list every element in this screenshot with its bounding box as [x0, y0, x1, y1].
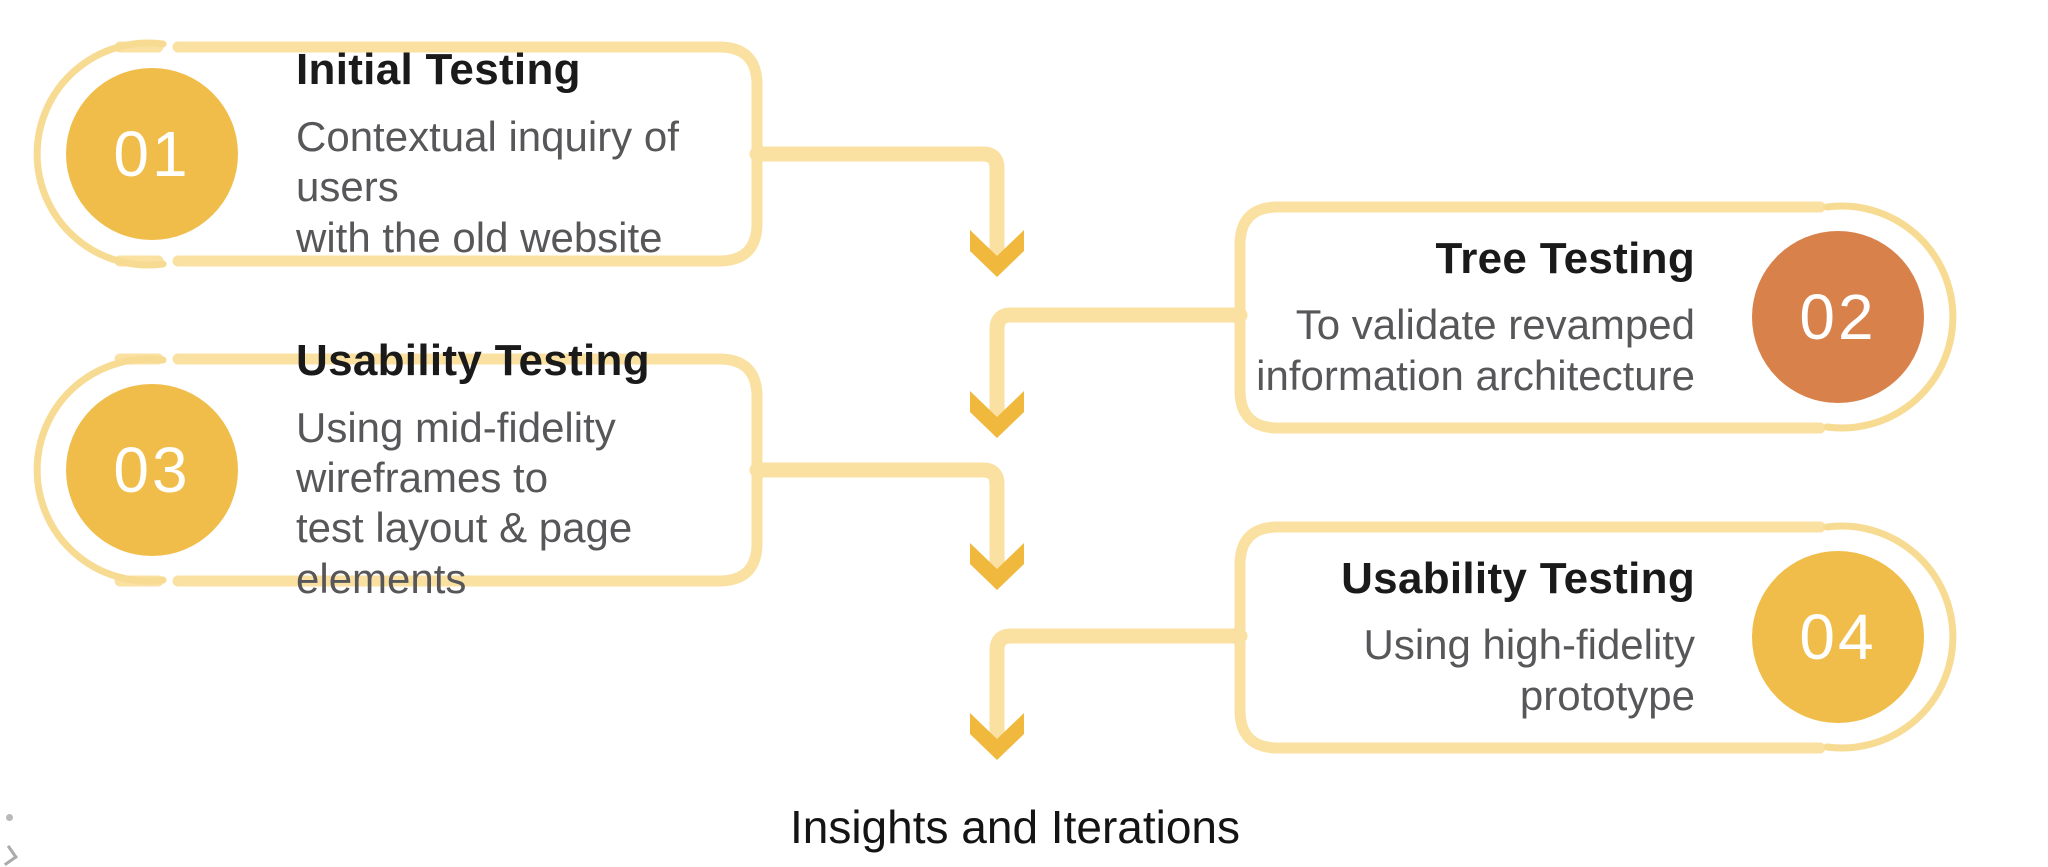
chevron-down-icon — [970, 391, 1024, 438]
step-1-circle — [66, 68, 238, 240]
chevron-down-icon — [970, 713, 1024, 760]
footer-label: Insights and Iterations — [789, 801, 1241, 853]
step-2-circle — [1752, 231, 1924, 403]
step-3-description: Using mid-fidelity wireframes to test la… — [296, 403, 633, 602]
step-1-number: 01 — [113, 118, 191, 190]
step-4-card: Usability Testing Using high-fidelity pr… — [1225, 527, 1695, 748]
step-4-circle — [1752, 551, 1924, 723]
step-2-card: Tree Testing To validate revamped inform… — [1225, 207, 1695, 428]
chevron-down-icon — [970, 230, 1024, 277]
step-3-number: 03 — [113, 434, 191, 506]
connector-step-3 — [749, 462, 1005, 576]
circle-1-arc — [33, 39, 167, 269]
corner-artifact-dot — [6, 814, 13, 821]
circle-3-arc — [33, 355, 167, 585]
step-2-number: 02 — [1799, 281, 1877, 353]
connector-step-1 — [749, 146, 1005, 263]
step-4-description: Using high-fidelity prototype — [1363, 621, 1696, 719]
step-4-title: Usability Testing — [1341, 553, 1695, 603]
step-3-circle — [66, 384, 238, 556]
step-1-card: Initial Testing Contextual inquiry of us… — [296, 45, 756, 261]
circle-4-arc — [1823, 522, 1957, 752]
step-2-description: To validate revamped information archite… — [1256, 301, 1695, 399]
step-4-number: 04 — [1799, 601, 1877, 673]
connector-step-4 — [989, 628, 1248, 746]
flow-arrows — [970, 230, 1024, 760]
step-1-description: Contextual inquiry of users with the old… — [296, 112, 679, 261]
step-2-title: Tree Testing — [1435, 233, 1695, 283]
step-3-title: Usability Testing — [296, 335, 650, 385]
chevron-down-icon — [970, 543, 1024, 590]
circle-2-arc — [1823, 202, 1957, 432]
connector-step-2 — [989, 307, 1248, 424]
step-circles — [66, 68, 1924, 723]
circle-arcs — [33, 39, 1957, 752]
step-3-card: Usability Testing Using mid-fidelity wir… — [296, 336, 756, 602]
step-1-title: Initial Testing — [296, 45, 581, 95]
flow-connectors — [749, 146, 1248, 746]
